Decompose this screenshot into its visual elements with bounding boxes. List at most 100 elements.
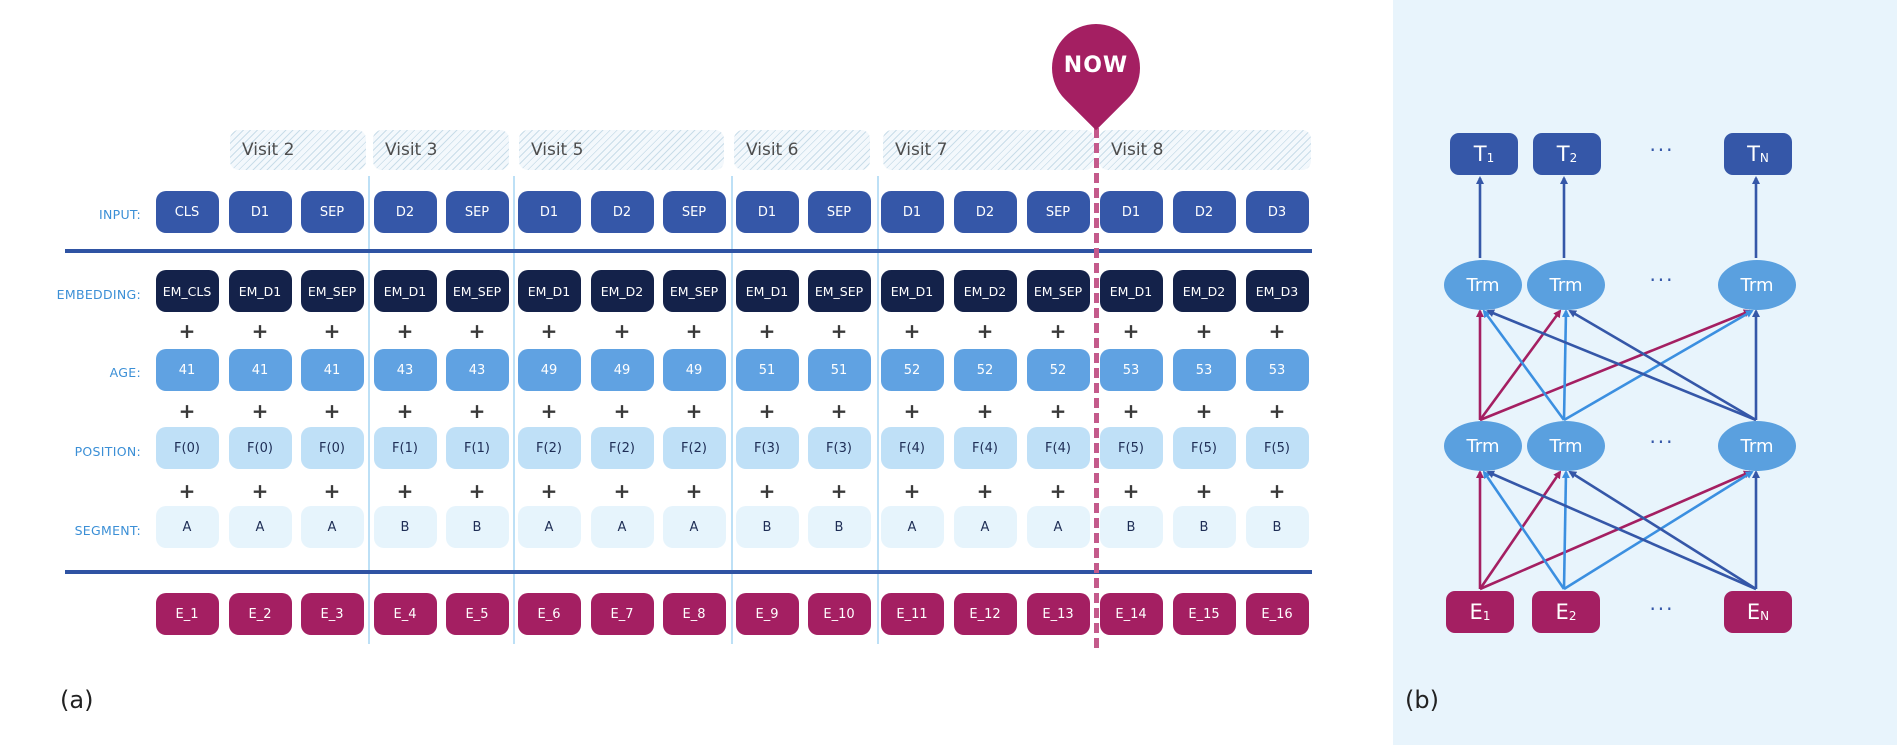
arrow-lower-2-to-1: [1482, 470, 1566, 590]
output-node-t1-sub: 1: [1486, 151, 1495, 165]
token-embedding-9: EM_D1: [735, 270, 799, 312]
token-output-2: E_2: [228, 593, 292, 635]
token-position-10: F(3): [807, 427, 871, 469]
token-input-16: D3: [1245, 191, 1309, 233]
plus-sign: +: [1195, 479, 1213, 503]
plus-sign: +: [178, 479, 196, 503]
plus-sign: +: [1195, 319, 1213, 343]
visit-header-5: Visit 7: [883, 130, 1094, 170]
token-age-1: 41: [155, 349, 219, 391]
arrow-lower-1-to-2: [1478, 470, 1562, 590]
plus-sign: +: [323, 319, 341, 343]
token-output-9: E_9: [735, 593, 799, 635]
token-age-15: 53: [1172, 349, 1236, 391]
token-input-6: D1: [517, 191, 581, 233]
token-position-6: F(2): [517, 427, 581, 469]
plus-sign: +: [685, 399, 703, 423]
plus-sign: +: [396, 479, 414, 503]
ellipsis-bottom: ···: [1649, 597, 1675, 621]
token-position-15: F(5): [1172, 427, 1236, 469]
token-output-13: E_13: [1026, 593, 1090, 635]
token-segment-14: B: [1099, 506, 1163, 548]
token-segment-7: A: [590, 506, 654, 548]
token-output-12: E_12: [953, 593, 1017, 635]
divider-line-bottom: [65, 570, 1312, 574]
input-node-en-sub: N: [1760, 609, 1770, 623]
plus-sign: +: [323, 479, 341, 503]
token-embedding-6: EM_D1: [517, 270, 581, 312]
visit-header-6: Visit 8: [1099, 130, 1311, 170]
token-input-4: D2: [373, 191, 437, 233]
token-input-9: D1: [735, 191, 799, 233]
visit-header-3: Visit 5: [519, 130, 724, 170]
arrow-lower-1-to-n: [1479, 470, 1752, 591]
token-input-12: D2: [953, 191, 1017, 233]
plus-sign: +: [1049, 319, 1067, 343]
plus-sign: +: [251, 319, 269, 343]
token-embedding-7: EM_D2: [590, 270, 654, 312]
row-label-age: AGE:: [109, 365, 141, 380]
plus-sign: +: [685, 479, 703, 503]
token-segment-1: A: [155, 506, 219, 548]
plus-sign: +: [903, 399, 921, 423]
token-segment-10: B: [807, 506, 871, 548]
visit-header-4: Visit 6: [734, 130, 870, 170]
visit-separator-line: [877, 176, 879, 644]
token-age-6: 49: [517, 349, 581, 391]
plus-sign: +: [251, 479, 269, 503]
plus-sign: +: [758, 479, 776, 503]
token-input-15: D2: [1172, 191, 1236, 233]
token-age-3: 41: [300, 349, 364, 391]
token-age-16: 53: [1245, 349, 1309, 391]
visit-header-1: Visit 2: [230, 130, 366, 170]
row-label-position: POSITION:: [74, 444, 141, 459]
token-segment-4: B: [373, 506, 437, 548]
token-segment-3: A: [300, 506, 364, 548]
token-segment-9: B: [735, 506, 799, 548]
plus-sign: +: [396, 399, 414, 423]
arrow-upper-n-to-2: [1568, 309, 1757, 422]
token-output-14: E_14: [1099, 593, 1163, 635]
output-node-tn-sub: N: [1759, 151, 1769, 165]
plus-sign: +: [830, 319, 848, 343]
token-embedding-16: EM_D3: [1245, 270, 1309, 312]
token-position-12: F(4): [953, 427, 1017, 469]
arrow-upper-1-to-2: [1478, 309, 1562, 421]
token-embedding-10: EM_SEP: [807, 270, 871, 312]
plus-sign: +: [1268, 399, 1286, 423]
token-output-10: E_10: [807, 593, 871, 635]
plus-sign: +: [1195, 399, 1213, 423]
plus-sign: +: [1268, 479, 1286, 503]
token-position-7: F(2): [590, 427, 654, 469]
token-position-9: F(3): [735, 427, 799, 469]
token-position-1: F(0): [155, 427, 219, 469]
token-segment-2: A: [228, 506, 292, 548]
token-position-16: F(5): [1245, 427, 1309, 469]
token-output-5: E_5: [445, 593, 509, 635]
token-embedding-3: EM_SEP: [300, 270, 364, 312]
plus-sign: +: [613, 479, 631, 503]
plus-sign: +: [323, 399, 341, 423]
token-output-3: E_3: [300, 593, 364, 635]
visit-separator-line: [513, 176, 515, 644]
plus-sign: +: [1122, 399, 1140, 423]
token-age-13: 52: [1026, 349, 1090, 391]
token-embedding-14: EM_D1: [1099, 270, 1163, 312]
plus-sign: +: [1049, 479, 1067, 503]
caption-b: (b): [1405, 686, 1439, 714]
token-embedding-11: EM_D1: [880, 270, 944, 312]
output-node-t2-letter: T: [1556, 142, 1570, 166]
arrow-upper-n-to-1: [1486, 309, 1757, 422]
token-position-8: F(2): [662, 427, 726, 469]
input-node-e2-sub: 2: [1568, 609, 1577, 623]
token-input-8: SEP: [662, 191, 726, 233]
plus-sign: +: [613, 319, 631, 343]
plus-sign: +: [468, 399, 486, 423]
token-age-2: 41: [228, 349, 292, 391]
token-embedding-8: EM_SEP: [662, 270, 726, 312]
